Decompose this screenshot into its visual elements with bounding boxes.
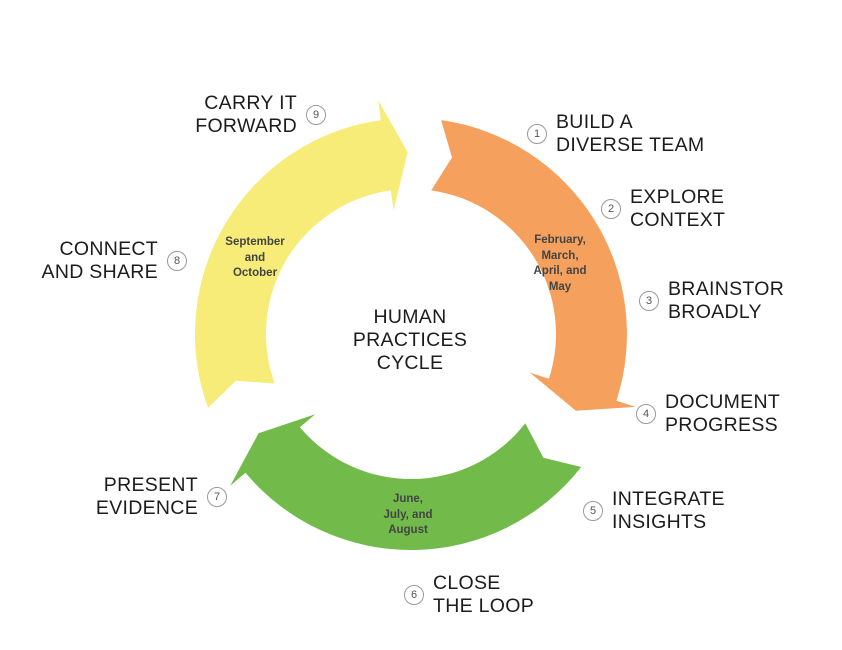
step-label-line: DOCUMENT: [665, 391, 781, 413]
step-number-badge: 7: [207, 487, 227, 507]
step-label-line: CONNECT: [59, 238, 158, 260]
step-label-line: CONTEXT: [630, 209, 726, 231]
cycle-arrow-yellow: [194, 100, 408, 408]
step-label-line: CLOSE: [433, 572, 501, 594]
months-line: July, and: [383, 508, 433, 521]
months-line: June,: [392, 493, 424, 505]
step-9: 9 CARRY IT FORWARD: [195, 92, 326, 138]
step-label: INTEGRATE INSIGHTS: [612, 488, 725, 534]
step-label: DOCUMENT PROGRESS: [665, 391, 780, 437]
step-label-line: PROGRESS: [665, 414, 778, 436]
step-number-badge: 8: [167, 251, 187, 271]
months-line: April, and: [533, 265, 587, 277]
step-label: CLOSE THE LOOP: [433, 572, 534, 618]
step-label-line: DIVERSE TEAM: [556, 134, 705, 156]
cycle-title-line: PRACTICES: [352, 329, 468, 351]
step-label: PRESENT EVIDENCE: [96, 474, 198, 520]
step-label-line: CARRY IT: [204, 92, 297, 114]
step-label-line: BRAINSTOR: [668, 278, 785, 300]
cycle-title: HUMAN PRACTICES CYCLE: [330, 306, 490, 375]
step-label-line: FORWARD: [195, 115, 297, 137]
cycle-arrow-orange: [431, 120, 636, 411]
months-line: February,: [534, 234, 586, 246]
step-5: 5 INTEGRATE INSIGHTS: [583, 488, 725, 534]
step-7: 7 PRESENT EVIDENCE: [96, 474, 227, 520]
months-line: May: [548, 280, 572, 293]
step-label-line: EXPLORE: [630, 186, 725, 208]
step-label-line: EVIDENCE: [95, 497, 198, 519]
step-label: CONNECT AND SHARE: [42, 238, 158, 284]
step-label: BUILD A DIVERSE TEAM: [556, 111, 704, 157]
months-green: June, July, and August: [368, 492, 448, 539]
step-number-badge: 4: [636, 404, 656, 424]
step-label-line: INSIGHTS: [612, 511, 707, 533]
step-label-line: THE LOOP: [433, 595, 535, 617]
cycle-arrow-green: [230, 414, 582, 551]
step-number-badge: 9: [306, 105, 326, 125]
step-number-badge: 1: [527, 124, 547, 144]
step-label: CARRY IT FORWARD: [195, 92, 297, 138]
step-2: 2 EXPLORE CONTEXT: [601, 186, 725, 232]
step-label: BRAINSTOR BROADLY: [668, 278, 784, 324]
step-4: 4 DOCUMENT PROGRESS: [636, 391, 780, 437]
step-number-badge: 3: [639, 291, 659, 311]
months-line: and: [244, 251, 266, 264]
cycle-title-line: HUMAN: [373, 306, 447, 328]
months-line: March,: [541, 249, 579, 262]
step-label-line: BROADLY: [668, 301, 762, 323]
months-line: September: [225, 236, 285, 248]
step-label: EXPLORE CONTEXT: [630, 186, 725, 232]
step-label-line: PRESENT: [103, 474, 198, 496]
step-6: 6 CLOSE THE LOOP: [404, 572, 534, 618]
step-label-line: INTEGRATE: [612, 488, 725, 510]
step-number-badge: 5: [583, 501, 603, 521]
step-number-badge: 6: [404, 585, 424, 605]
months-orange: February, March, April, and May: [520, 233, 600, 295]
step-3: 3 BRAINSTOR BROADLY: [639, 278, 784, 324]
months-yellow: September and October: [215, 235, 295, 282]
step-8: 8 CONNECT AND SHARE: [42, 238, 187, 284]
step-1: 1 BUILD A DIVERSE TEAM: [527, 111, 704, 157]
step-label-line: AND SHARE: [41, 261, 158, 283]
months-line: October: [232, 267, 278, 279]
step-number-badge: 2: [601, 199, 621, 219]
cycle-title-line: CYCLE: [376, 352, 444, 374]
step-label-line: BUILD A: [556, 111, 633, 133]
months-line: August: [388, 524, 428, 536]
